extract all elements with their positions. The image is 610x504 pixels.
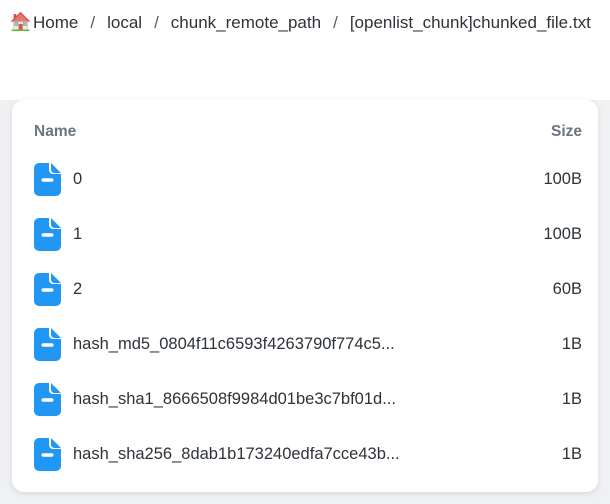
breadcrumb-separator: /	[333, 13, 338, 32]
file-size: 60B	[552, 280, 582, 298]
breadcrumb: Home / local / chunk_remote_path / [openlist_c…	[10, 0, 591, 45]
file-size: 1B	[561, 445, 582, 463]
file-size: 100B	[543, 225, 582, 243]
file-row-3[interactable]: hash_md5_0804f11c6593f4263790f774c5... 1…	[34, 317, 582, 372]
file-row-1[interactable]: 1 100B	[34, 207, 582, 262]
file-name: hash_sha256_8dab1b173240edfa7cce43b...	[73, 445, 400, 463]
file-generic-icon	[34, 218, 61, 251]
file-generic-icon	[34, 273, 61, 306]
file-list-header: Name Size	[34, 112, 582, 152]
file-row-4[interactable]: hash_sha1_8666508f9984d01be3c7bf01d... 1…	[34, 372, 582, 427]
file-generic-icon	[34, 438, 61, 471]
file-size: 1B	[561, 335, 582, 353]
file-size: 1B	[561, 390, 582, 408]
file-generic-icon	[34, 328, 61, 361]
file-size: 100B	[543, 170, 582, 188]
file-list-card: Name Size 0 100B 1 100B 2 60B hash_md5	[12, 100, 598, 492]
breadcrumb-item-local[interactable]: local	[107, 13, 143, 32]
file-name: 1	[73, 225, 83, 243]
breadcrumb-item-current-file[interactable]: [openlist_chunk]chunked_file.txt	[349, 13, 591, 32]
content-area: Name Size 0 100B 1 100B 2 60B hash_md5	[0, 100, 610, 504]
file-name: hash_md5_0804f11c6593f4263790f774c5...	[73, 335, 395, 353]
breadcrumb-separator: /	[90, 13, 96, 32]
file-rows: 0 100B 1 100B 2 60B hash_md5_0804f11c659…	[34, 152, 582, 482]
file-name: 2	[73, 280, 83, 298]
breadcrumb-label-home: Home	[33, 13, 79, 32]
column-header-name[interactable]: Name	[34, 123, 77, 140]
file-row-5[interactable]: hash_sha256_8dab1b173240edfa7cce43b... 1…	[34, 427, 582, 482]
file-generic-icon	[34, 163, 61, 196]
breadcrumb-bar: Home / local / chunk_remote_path / [openlist_c…	[0, 0, 610, 100]
home-icon	[10, 11, 31, 32]
file-name: hash_sha1_8666508f9984d01be3c7bf01d...	[73, 390, 396, 408]
file-row-2[interactable]: 2 60B	[34, 262, 582, 317]
file-row-0[interactable]: 0 100B	[34, 152, 582, 207]
column-header-size[interactable]: Size	[550, 123, 582, 140]
breadcrumb-separator: /	[154, 13, 159, 32]
file-name: 0	[73, 170, 83, 188]
file-generic-icon	[34, 383, 61, 416]
breadcrumb-item-home[interactable]: Home	[10, 11, 79, 32]
breadcrumb-item-chunk-remote-path[interactable]: chunk_remote_path	[170, 13, 322, 32]
